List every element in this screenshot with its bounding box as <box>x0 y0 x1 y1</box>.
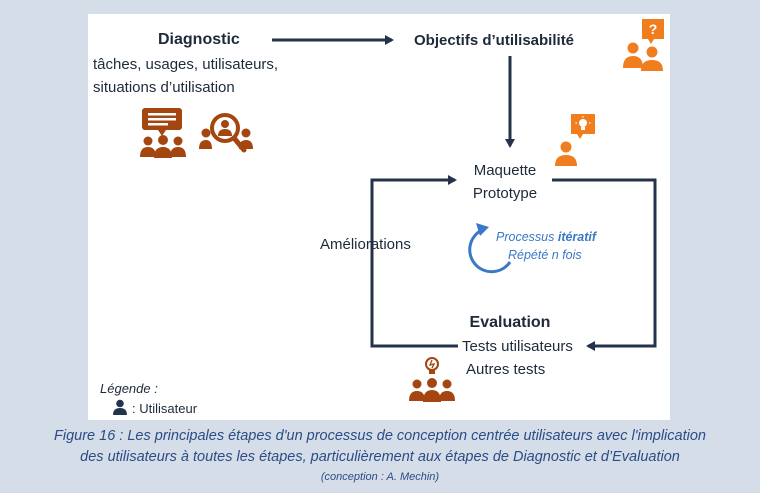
caption-line2: des utilisateurs à toutes les étapes, pa… <box>80 449 680 465</box>
diagnostic-title: Diagnostic <box>158 31 240 48</box>
legend-title: Légende : <box>100 381 158 396</box>
autres-tests-label: Autres tests <box>466 361 546 378</box>
arrow-evaluation-to-maquette <box>370 175 458 348</box>
objectifs-title: Objectifs d’utilisabilité <box>414 32 575 49</box>
prototype-label: Prototype <box>472 185 538 202</box>
user-legend-icon <box>113 399 127 415</box>
caption-line3: (conception : A. Mechin) <box>320 471 440 483</box>
ameliorations-label: Améliorations <box>320 236 411 253</box>
idea-user-icon <box>555 114 595 166</box>
caption-line1: Figure 16 : Les principales étapes d'un … <box>54 428 706 444</box>
diagnostic-line1: tâches, usages, utilisateurs, <box>93 56 279 73</box>
idea-group-icon <box>409 357 455 402</box>
diagnostic-line2: situations d’utilisation <box>93 79 235 96</box>
question-mark: ? <box>649 21 658 37</box>
speech-group-icon <box>140 108 186 158</box>
question-group-icon: ? <box>623 19 664 71</box>
diagram-panel <box>88 14 670 420</box>
legend-item: : Utilisateur <box>132 401 198 416</box>
tests-utilisateurs-label: Tests utilisateurs <box>462 338 573 355</box>
magnifier-user-icon <box>199 113 253 153</box>
processus-iteratif-label: Processus itératif <box>496 230 597 244</box>
maquette-label: Maquette <box>473 162 537 179</box>
evaluation-title: Evaluation <box>469 314 551 331</box>
iterative-cycle-arrow <box>468 228 512 274</box>
repete-n-fois-label: Répété n fois <box>508 248 582 262</box>
arrow-maquette-to-evaluation <box>552 178 657 351</box>
